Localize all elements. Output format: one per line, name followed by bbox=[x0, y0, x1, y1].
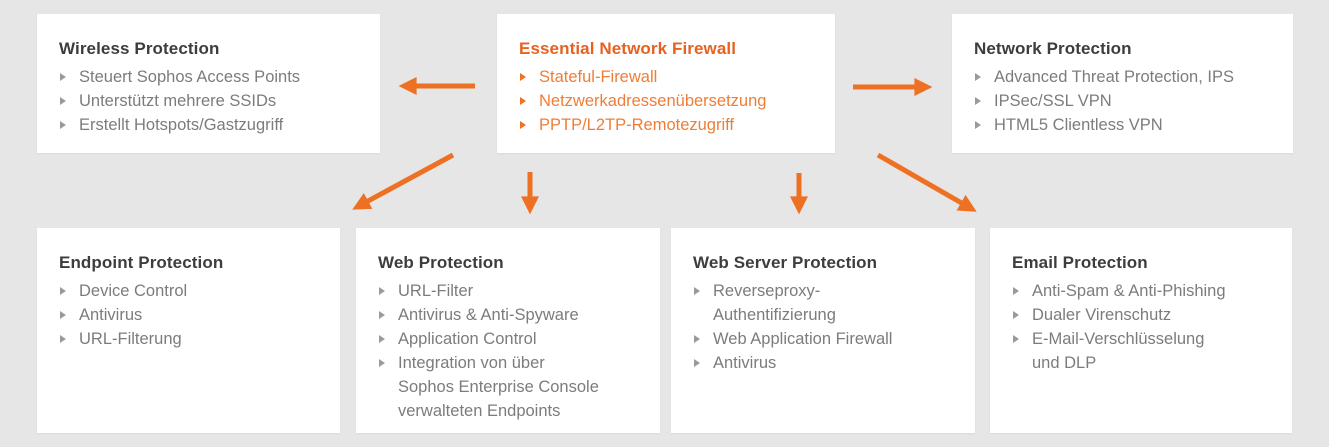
feature-item: PPTP/L2TP-Remotezugriff bbox=[519, 113, 817, 137]
feature-item-text: Antivirus bbox=[79, 306, 143, 324]
feature-item-text: Advanced Threat Protection, IPS bbox=[994, 68, 1234, 86]
bullet-arrow-icon bbox=[694, 359, 700, 367]
bullet-arrow-icon bbox=[975, 121, 981, 129]
feature-item: Web Application Firewall bbox=[693, 327, 957, 351]
feature-item-text: URL-Filter bbox=[398, 282, 474, 300]
feature-item: Device Control bbox=[59, 279, 322, 303]
feature-item: URL-Filter bbox=[378, 279, 642, 303]
card-title: Wireless Protection bbox=[59, 39, 220, 58]
card-title: Network Protection bbox=[974, 39, 1132, 58]
feature-item-text: Stateful-Firewall bbox=[539, 68, 658, 86]
arrow-down-right-icon bbox=[876, 152, 977, 212]
feature-item: Integration von über Sophos Enterprise C… bbox=[378, 351, 642, 423]
feature-item-text: Web Application Firewall bbox=[713, 330, 893, 348]
feature-item-text: Dualer Virenschutz bbox=[1032, 306, 1172, 324]
bullet-arrow-icon bbox=[694, 287, 700, 295]
feature-item-text: Device Control bbox=[79, 282, 188, 300]
feature-item: Application Control bbox=[378, 327, 642, 351]
feature-item-text: Erstellt Hotspots/Gastzugriff bbox=[79, 116, 284, 134]
feature-item: Anti-Spam & Anti-Phishing bbox=[1012, 279, 1274, 303]
feature-item: E-Mail-Verschlüsselung und DLP bbox=[1012, 327, 1274, 375]
card-essential-network-firewall: Essential Network Firewall Stateful-Fire… bbox=[497, 14, 835, 153]
bullet-arrow-icon bbox=[60, 97, 66, 105]
bullet-arrow-icon bbox=[379, 311, 385, 319]
feature-list: Advanced Threat Protection, IPS IPSec/SS… bbox=[974, 65, 1275, 137]
feature-item-text: Antivirus & Anti-Spyware bbox=[398, 306, 579, 324]
feature-list: URL-Filter Antivirus & Anti-Spyware Appl… bbox=[378, 279, 642, 423]
card-web-protection: Web Protection URL-Filter Antivirus & An… bbox=[356, 228, 660, 433]
arrow-down-left-icon bbox=[352, 152, 455, 210]
feature-item: IPSec/SSL VPN bbox=[974, 89, 1275, 113]
feature-item-text: HTML5 Clientless VPN bbox=[994, 116, 1163, 134]
card-title: Web Server Protection bbox=[693, 253, 878, 272]
feature-item: Erstellt Hotspots/Gastzugriff bbox=[59, 113, 362, 137]
feature-item: Antivirus bbox=[693, 351, 957, 375]
feature-list: Steuert Sophos Access Points Unterstützt… bbox=[59, 65, 362, 137]
bullet-arrow-icon bbox=[975, 73, 981, 81]
feature-item-text: IPSec/SSL VPN bbox=[994, 92, 1112, 110]
card-title: Email Protection bbox=[1012, 253, 1148, 272]
feature-list: Reverseproxy- Authentifizierung Web Appl… bbox=[693, 279, 957, 375]
bullet-arrow-icon bbox=[379, 287, 385, 295]
card-endpoint-protection: Endpoint Protection Device Control Antiv… bbox=[37, 228, 340, 433]
feature-item-text: E-Mail-Verschlüsselung und DLP bbox=[1032, 330, 1205, 372]
feature-item: Antivirus bbox=[59, 303, 322, 327]
bullet-arrow-icon bbox=[520, 97, 526, 105]
feature-item: Netzwerkadressenübersetzung bbox=[519, 89, 817, 113]
bullet-arrow-icon bbox=[520, 121, 526, 129]
feature-item: Dualer Virenschutz bbox=[1012, 303, 1274, 327]
feature-item-text: Steuert Sophos Access Points bbox=[79, 68, 301, 86]
feature-list: Stateful-Firewall Netzwerkadressenüberse… bbox=[519, 65, 817, 137]
feature-item: Reverseproxy- Authentifizierung bbox=[693, 279, 957, 327]
card-network-protection: Network Protection Advanced Threat Prote… bbox=[952, 14, 1293, 153]
feature-item-text: Unterstützt mehrere SSIDs bbox=[79, 92, 277, 110]
feature-item-text: Netzwerkadressenübersetzung bbox=[539, 92, 767, 110]
card-web-server-protection: Web Server Protection Reverseproxy- Auth… bbox=[671, 228, 975, 433]
feature-item-text: Integration von über Sophos Enterprise C… bbox=[398, 354, 599, 420]
bullet-arrow-icon bbox=[694, 335, 700, 343]
feature-item-text: PPTP/L2TP-Remotezugriff bbox=[539, 116, 735, 134]
bullet-arrow-icon bbox=[60, 73, 66, 81]
feature-item: URL-Filterung bbox=[59, 327, 322, 351]
feature-item: Advanced Threat Protection, IPS bbox=[974, 65, 1275, 89]
feature-item-text: Reverseproxy- Authentifizierung bbox=[713, 282, 836, 324]
card-title: Essential Network Firewall bbox=[519, 39, 737, 58]
bullet-arrow-icon bbox=[379, 359, 385, 367]
bullet-arrow-icon bbox=[60, 287, 66, 295]
bullet-arrow-icon bbox=[1013, 311, 1019, 319]
feature-list: Anti-Spam & Anti-Phishing Dualer Virensc… bbox=[1012, 279, 1274, 375]
feature-item: Steuert Sophos Access Points bbox=[59, 65, 362, 89]
feature-item: Unterstützt mehrere SSIDs bbox=[59, 89, 362, 113]
bullet-arrow-icon bbox=[520, 73, 526, 81]
bullet-arrow-icon bbox=[60, 311, 66, 319]
bullet-arrow-icon bbox=[1013, 335, 1019, 343]
feature-item: Antivirus & Anti-Spyware bbox=[378, 303, 642, 327]
card-title: Endpoint Protection bbox=[59, 253, 224, 272]
feature-list: Device Control Antivirus URL-Filterung bbox=[59, 279, 322, 351]
bullet-arrow-icon bbox=[379, 335, 385, 343]
bullet-arrow-icon bbox=[975, 97, 981, 105]
bullet-arrow-icon bbox=[60, 335, 66, 343]
bullet-arrow-icon bbox=[1013, 287, 1019, 295]
feature-item: Stateful-Firewall bbox=[519, 65, 817, 89]
feature-item: HTML5 Clientless VPN bbox=[974, 113, 1275, 137]
feature-item-text: URL-Filterung bbox=[79, 330, 182, 348]
card-email-protection: Email Protection Anti-Spam & Anti-Phishi… bbox=[990, 228, 1292, 433]
feature-item-text: Application Control bbox=[398, 330, 537, 348]
card-title: Web Protection bbox=[378, 253, 504, 272]
bullet-arrow-icon bbox=[60, 121, 66, 129]
card-wireless-protection: Wireless Protection Steuert Sophos Acces… bbox=[37, 14, 380, 153]
feature-item-text: Antivirus bbox=[713, 354, 777, 372]
feature-item-text: Anti-Spam & Anti-Phishing bbox=[1032, 282, 1226, 300]
